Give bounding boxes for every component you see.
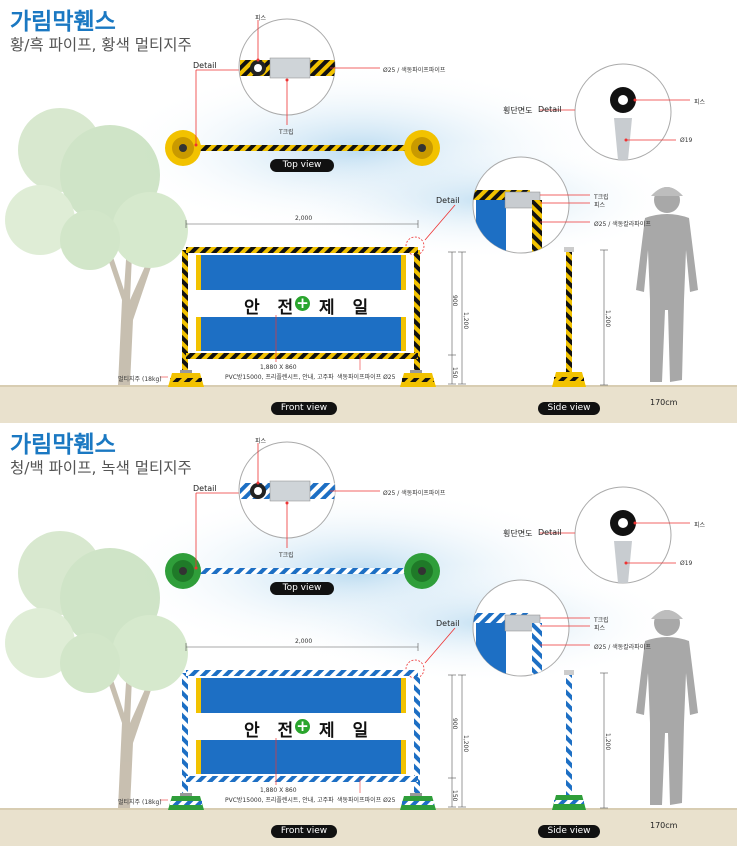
front-post-right bbox=[414, 250, 420, 370]
dimension-1200: 1,200 bbox=[462, 312, 469, 330]
label-pipe-spec-2: Ø25 / 색동칼라파이프 bbox=[594, 221, 651, 228]
dimension-1200: 1,200 bbox=[462, 735, 469, 753]
dimension-150: 150 bbox=[451, 790, 458, 802]
banner-word-1: 안 전 bbox=[244, 298, 300, 318]
ground-edge bbox=[0, 808, 737, 810]
front-rail-bottom bbox=[186, 776, 418, 782]
dimension-900: 900 bbox=[451, 295, 458, 307]
product-subtitle: 황/흑 파이프, 황색 멀티지주 bbox=[10, 36, 192, 54]
top-view-drawing bbox=[165, 69, 440, 166]
front-post-right bbox=[414, 673, 420, 793]
product-title: 가림막휀스 bbox=[10, 432, 116, 458]
banner-word-1: 안 전 bbox=[244, 721, 300, 741]
top-view-label: Top view bbox=[270, 582, 334, 595]
ground-edge bbox=[0, 385, 737, 387]
label-base: 멀티지주 (18kg) bbox=[118, 376, 162, 383]
top-view-label: Top view bbox=[270, 159, 334, 172]
label-hose-2: 피스 bbox=[694, 99, 706, 106]
dimension-1200-side: 1,200 bbox=[604, 733, 611, 751]
label-hose-3: 피스 bbox=[594, 625, 606, 632]
dimension-width: 2,000 bbox=[295, 638, 313, 645]
label-banner-material: PVC방15000, 프리플렌시트, 안내, 고주파 bbox=[225, 374, 334, 381]
label-detail: Detail bbox=[193, 61, 217, 70]
side-view-label: Side view bbox=[538, 402, 600, 415]
dimension-width: 2,000 bbox=[295, 215, 313, 222]
front-view-drawing bbox=[160, 643, 466, 810]
label-detail: Detail bbox=[193, 484, 217, 493]
label-tclip: T크립 bbox=[279, 552, 294, 559]
top-view-pipe bbox=[192, 145, 417, 151]
label-pipe-spec: Ø25 / 색동파이프파이프 bbox=[383, 67, 446, 74]
product-title: 가림막휀스 bbox=[10, 9, 116, 35]
label-detail-2: Detail bbox=[538, 528, 562, 537]
label-hose: 피스 bbox=[255, 438, 267, 445]
label-phi19: Ø19 bbox=[680, 560, 693, 567]
label-pipe-spec: Ø25 / 색동파이프파이프 bbox=[383, 490, 446, 497]
green-cross-icon: + bbox=[295, 717, 310, 735]
label-tclip-2: T크립 bbox=[594, 617, 609, 624]
front-view-label: Front view bbox=[271, 402, 337, 415]
label-detail-3: Detail bbox=[436, 196, 460, 205]
label-pipe-spec-3: 색동파이프파이프 Ø25 bbox=[337, 374, 396, 381]
label-banner-size: 1,880 X 860 bbox=[260, 364, 297, 371]
detail-circle-pipe-joint bbox=[238, 18, 380, 125]
side-post bbox=[566, 673, 572, 795]
product-section: 가림막휀스 황/흑 파이프, 황색 멀티지주 피스 Detail Ø25 / 색… bbox=[0, 0, 737, 423]
detail-circle-cross-section bbox=[540, 486, 690, 584]
label-base: 멀티지주 (18kg) bbox=[118, 799, 162, 806]
label-banner-size: 1,880 X 860 bbox=[260, 787, 297, 794]
label-pipe-spec-3: 색동파이프파이프 Ø25 bbox=[337, 797, 396, 804]
banner-word-2: 제 일 bbox=[319, 298, 375, 318]
ground bbox=[0, 808, 737, 846]
label-tclip: T크립 bbox=[279, 129, 294, 136]
diagram-drawing bbox=[0, 18, 737, 423]
person-silhouette bbox=[636, 187, 698, 382]
banner-word-2: 제 일 bbox=[319, 721, 375, 741]
label-person-height: 170cm bbox=[650, 398, 678, 407]
front-rail-top bbox=[186, 247, 418, 253]
tree-illustration bbox=[5, 108, 188, 385]
top-view-drawing bbox=[165, 492, 440, 589]
label-person-height: 170cm bbox=[650, 821, 678, 830]
green-cross-icon: + bbox=[295, 294, 310, 312]
front-post-left bbox=[182, 250, 188, 370]
detail-circle-cross-section bbox=[540, 63, 690, 161]
side-post bbox=[566, 250, 572, 372]
side-view-drawing bbox=[552, 670, 608, 810]
front-post-left bbox=[182, 673, 188, 793]
label-pipe-spec-2: Ø25 / 색동칼라파이프 bbox=[594, 644, 651, 651]
label-banner-material: PVC방15000, 프리플렌시트, 안내, 고주파 bbox=[225, 797, 334, 804]
dimension-1200-side: 1,200 bbox=[604, 310, 611, 328]
label-cross-section: 횡단면도 bbox=[503, 106, 533, 115]
ground bbox=[0, 385, 737, 423]
label-hose: 피스 bbox=[255, 15, 267, 22]
dimension-900: 900 bbox=[451, 718, 458, 730]
label-detail-3: Detail bbox=[436, 619, 460, 628]
product-section: 가림막휀스 청/백 파이프, 녹색 멀티지주 피스 Detail Ø25 / 색… bbox=[0, 423, 737, 846]
label-tclip-2: T크립 bbox=[594, 194, 609, 201]
diagram-drawing bbox=[0, 441, 737, 846]
side-view-label: Side view bbox=[538, 825, 600, 838]
front-rail-bottom bbox=[186, 353, 418, 359]
front-rail-top bbox=[186, 670, 418, 676]
front-view-label: Front view bbox=[271, 825, 337, 838]
dimension-150: 150 bbox=[451, 367, 458, 379]
product-subtitle: 청/백 파이프, 녹색 멀티지주 bbox=[10, 459, 192, 477]
person-silhouette bbox=[636, 610, 698, 805]
label-detail-2: Detail bbox=[538, 105, 562, 114]
label-phi19: Ø19 bbox=[680, 137, 693, 144]
tree-illustration bbox=[5, 531, 188, 808]
label-hose-2: 피스 bbox=[694, 522, 706, 529]
top-view-pipe bbox=[192, 568, 417, 574]
detail-circle-pipe-joint bbox=[238, 441, 380, 548]
label-cross-section: 횡단면도 bbox=[503, 529, 533, 538]
detail-circle-corner bbox=[405, 156, 590, 256]
detail-circle-corner bbox=[405, 579, 590, 679]
side-view-drawing bbox=[552, 247, 608, 387]
label-hose-3: 피스 bbox=[594, 202, 606, 209]
